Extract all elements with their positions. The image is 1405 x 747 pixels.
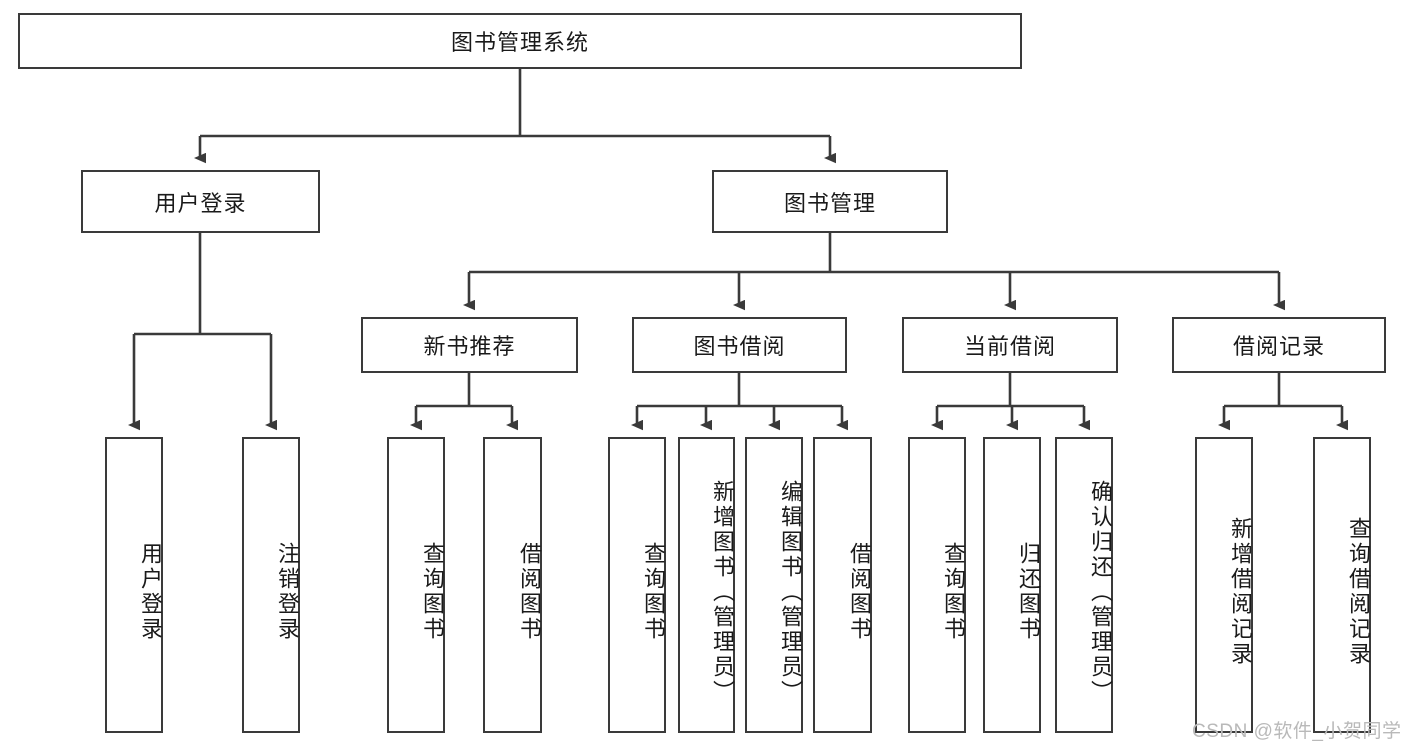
csdn-watermark: CSDN @软件_小贺同学 (1192, 721, 1402, 742)
leaf-logout[interactable]: 注销登录 (242, 437, 300, 733)
leaf-query-book-recommend[interactable]: 查询图书 (387, 437, 445, 733)
node-root[interactable]: 图书管理系统 (18, 13, 1022, 69)
node-user-login[interactable]: 用户登录 (81, 170, 320, 233)
leaf-label: 查询图书 (420, 542, 445, 642)
node-root-label: 图书管理系统 (450, 30, 589, 55)
node-new-book-recommend[interactable]: 新书推荐 (361, 317, 578, 373)
leaf-label: 借阅图书 (847, 542, 872, 642)
leaf-label: 新增图书（管理员） (710, 479, 735, 705)
leaf-query-book-current[interactable]: 查询图书 (908, 437, 966, 733)
leaf-label: 借阅图书 (517, 542, 542, 642)
leaf-borrow-book[interactable]: 借阅图书 (813, 437, 872, 733)
leaf-label: 编辑图书（管理员） (778, 479, 803, 705)
leaf-label: 新增借阅记录 (1228, 517, 1253, 667)
leaf-return-book[interactable]: 归还图书 (983, 437, 1041, 733)
leaf-label: 查询图书 (641, 542, 666, 642)
node-label: 新书推荐 (423, 334, 516, 359)
leaf-edit-book-admin[interactable]: 编辑图书（管理员） (745, 437, 803, 733)
leaf-query-borrow-record[interactable]: 查询借阅记录 (1313, 437, 1371, 733)
leaf-label: 归还图书 (1016, 542, 1041, 642)
leaf-label: 用户登录 (138, 542, 163, 642)
leaf-label: 确认归还（管理员） (1088, 479, 1113, 705)
leaf-label: 查询借阅记录 (1346, 517, 1371, 667)
node-book-borrow[interactable]: 图书借阅 (632, 317, 847, 373)
leaf-confirm-return-admin[interactable]: 确认归还（管理员） (1055, 437, 1113, 733)
leaf-query-book-borrow[interactable]: 查询图书 (608, 437, 666, 733)
node-label: 当前借阅 (963, 334, 1056, 359)
node-label: 用户登录 (154, 190, 247, 216)
leaf-user-login[interactable]: 用户登录 (105, 437, 163, 733)
leaf-borrow-book-recommend[interactable]: 借阅图书 (483, 437, 542, 733)
leaf-add-borrow-record[interactable]: 新增借阅记录 (1195, 437, 1253, 733)
node-label: 借阅记录 (1232, 334, 1325, 359)
leaf-add-book-admin[interactable]: 新增图书（管理员） (678, 437, 735, 733)
node-book-management[interactable]: 图书管理 (712, 170, 948, 233)
leaf-label: 查询图书 (941, 542, 966, 642)
node-current-borrow[interactable]: 当前借阅 (902, 317, 1118, 373)
node-label: 图书管理 (783, 190, 876, 216)
node-label: 图书借阅 (693, 334, 786, 359)
leaf-label: 注销登录 (275, 542, 300, 642)
node-borrow-record[interactable]: 借阅记录 (1172, 317, 1386, 373)
